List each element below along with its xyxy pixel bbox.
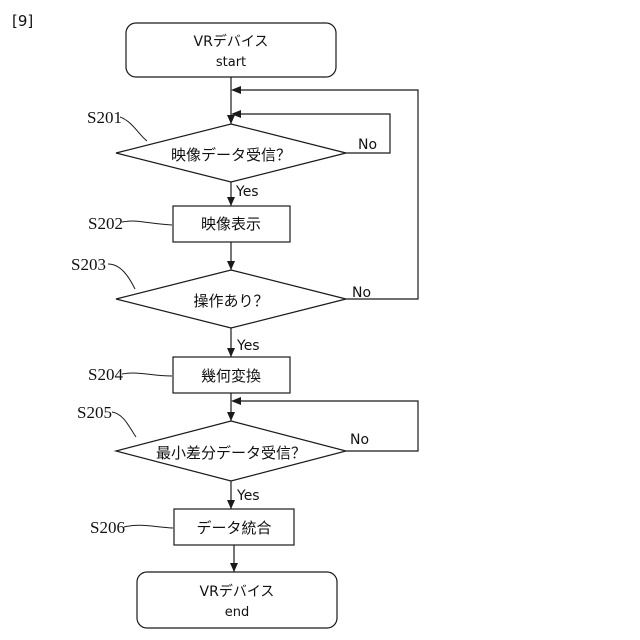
s205-text: 最小差分データ受信？ (156, 444, 306, 462)
s205-no-arrow (231, 397, 241, 405)
s206-text: データ統合 (196, 519, 271, 537)
s203-text: 操作あり？ (193, 292, 268, 310)
figure-label: [9] (12, 12, 33, 30)
start-subtitle: start (216, 55, 246, 70)
start-to-s201-arrow (227, 115, 235, 124)
s206-step-id: S206 (90, 518, 125, 537)
s205-step-id: S205 (77, 403, 112, 422)
s203-callout (108, 264, 135, 289)
s205-yes-label: Yes (236, 488, 260, 504)
end-subtitle: end (225, 605, 250, 620)
s205-no-label: No (350, 432, 369, 448)
s204-step-id: S204 (88, 365, 123, 384)
s201-no-label: No (358, 137, 377, 153)
s203-step-id: S203 (71, 255, 106, 274)
start-title: VRデバイス (194, 33, 269, 50)
s201-step-id: S201 (87, 108, 122, 127)
s203-no-arrow (231, 86, 241, 94)
s203-yes-label: Yes (236, 338, 260, 354)
s202-text: 映像表示 (201, 215, 261, 233)
end-title: VRデバイス (200, 583, 275, 600)
s201-text: 映像データ受信？ (171, 146, 291, 164)
s203-no-label: No (352, 285, 371, 301)
s205-callout (112, 412, 136, 437)
s206-to-end-arrow (230, 563, 238, 572)
s201-callout (120, 117, 147, 141)
s204-to-s205-arrow (227, 412, 235, 421)
s206-callout (124, 525, 173, 528)
s204-callout (122, 373, 172, 376)
s202-callout (122, 221, 172, 225)
s204-text: 幾何変換 (201, 367, 261, 385)
s201-yes-label: Yes (235, 184, 259, 200)
s202-to-s203-arrow (227, 261, 235, 270)
s202-step-id: S202 (88, 214, 123, 233)
s205-to-s206-arrow (227, 500, 235, 509)
s201-to-s202-arrow (227, 197, 235, 206)
s203-to-s204-arrow (227, 348, 235, 357)
